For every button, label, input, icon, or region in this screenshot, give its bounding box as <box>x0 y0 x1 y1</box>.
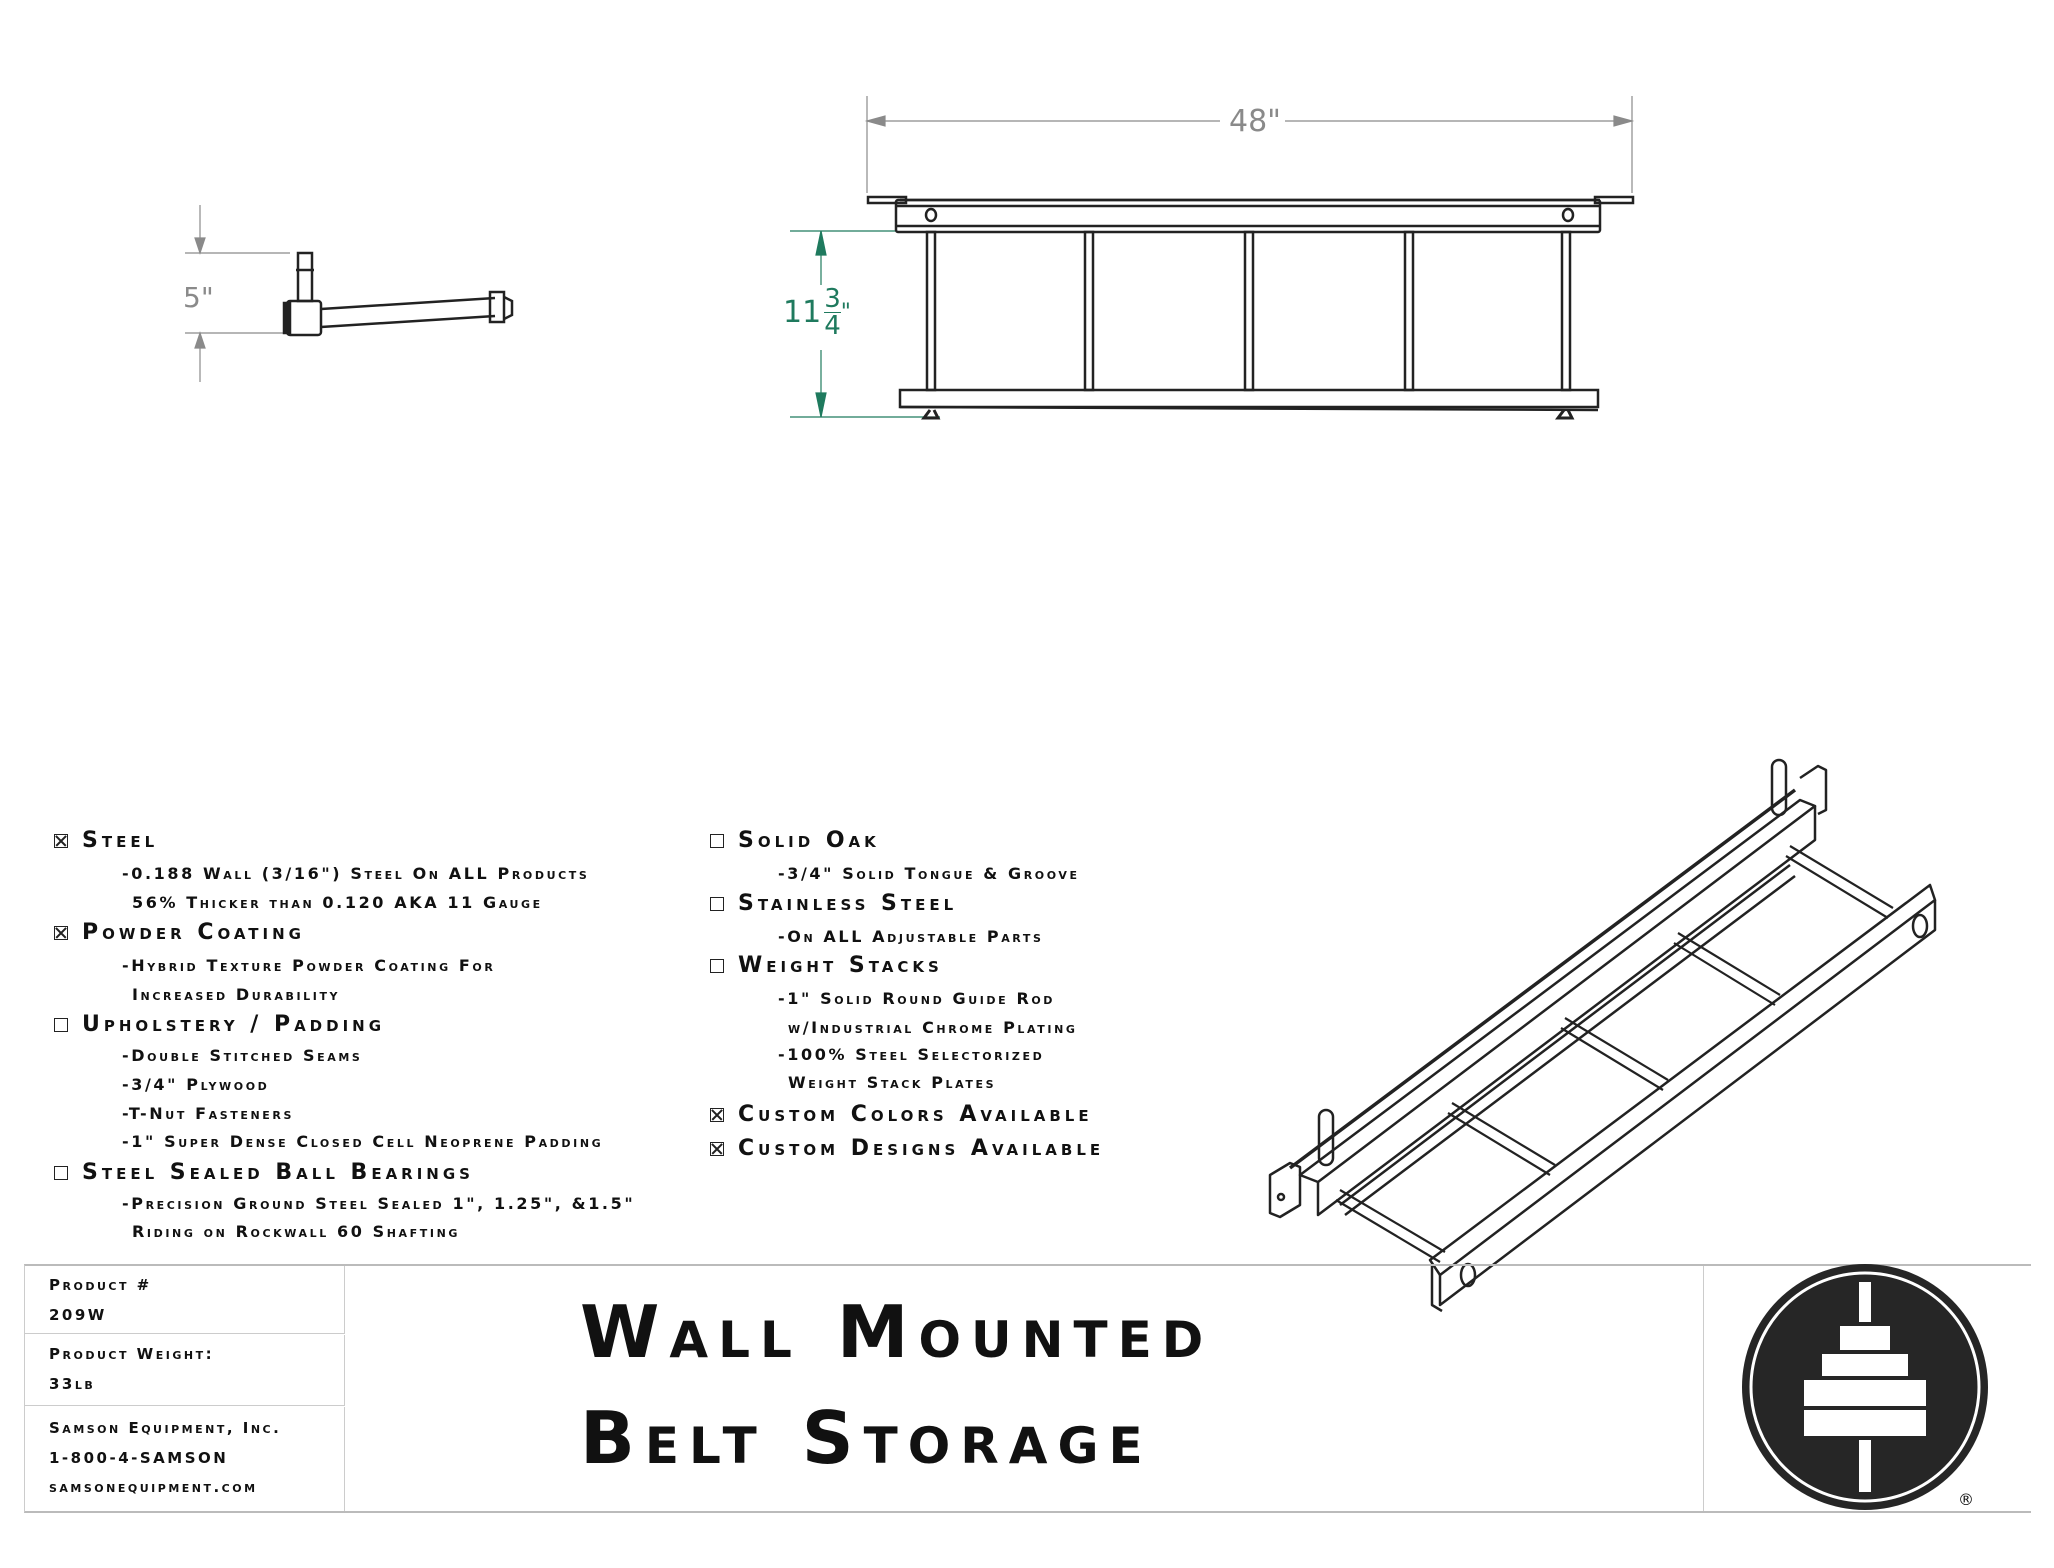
company-phone: 1-800-4-SAMSON <box>49 1449 229 1467</box>
spec-item-steel: Steel -0.188 Wall (3/16") Steel On ALL P… <box>54 828 587 920</box>
spec-item-custom-designs: Custom Designs Available <box>710 1136 1104 1161</box>
spec-heading: Steel Sealed Ball Bearings <box>82 1160 474 1185</box>
product-number-label: Product # <box>49 1276 152 1294</box>
height-dimension-label: 11 3 4 " <box>783 286 851 339</box>
spec-heading: Custom Colors Available <box>738 1102 1093 1127</box>
unchecked-box-icon <box>710 834 724 848</box>
spec-line: -T-Nut Fasteners <box>122 1104 294 1123</box>
checked-box-icon <box>710 1142 724 1156</box>
checked-box-icon <box>54 926 68 940</box>
unchecked-box-icon <box>54 1166 68 1180</box>
spec-heading: Weight Stacks <box>738 953 943 978</box>
product-number-value: 209W <box>49 1306 107 1324</box>
height-numerator: 3 <box>824 284 841 314</box>
height-whole: 11 <box>783 295 822 330</box>
product-number-cell: Product # 209W <box>24 1266 345 1334</box>
spec-item-powder-coating: Powder Coating -Hybrid Texture Powder Co… <box>54 920 493 1012</box>
height-unit: " <box>840 300 851 325</box>
samson-logo <box>1742 1264 1988 1510</box>
spec-line: -0.188 Wall (3/16") Steel On ALL Product… <box>122 864 590 883</box>
logo-cell-divider <box>1703 1266 1704 1511</box>
unchecked-box-icon <box>710 897 724 911</box>
product-weight-label: Product Weight: <box>49 1345 215 1363</box>
height-denominator: 4 <box>824 311 841 341</box>
side-dimension-label: 5" <box>183 281 214 314</box>
front-view-drawing <box>790 96 1635 420</box>
spec-list-left: Steel -0.188 Wall (3/16") Steel On ALL P… <box>54 828 633 1252</box>
drawing-title-line1: Wall Mounted <box>580 1290 1214 1374</box>
spec-line: -3/4" Solid Tongue & Groove <box>778 864 1080 883</box>
height-fraction: 3 4 <box>824 286 841 339</box>
checked-box-icon <box>710 1108 724 1122</box>
spec-line: Increased Durability <box>132 985 341 1004</box>
spec-heading: Solid Oak <box>738 828 880 853</box>
spec-line: -Precision Ground Steel Sealed 1", 1.25"… <box>122 1194 636 1213</box>
spec-heading: Powder Coating <box>82 920 305 945</box>
product-weight-value: 33lb <box>49 1375 96 1393</box>
spec-item-solid-oak: Solid Oak -3/4" Solid Tongue & Groove <box>710 828 1104 891</box>
unchecked-box-icon <box>710 959 724 973</box>
spec-item-weight-stacks: Weight Stacks -1" Solid Round Guide Rod … <box>710 953 1104 1102</box>
company-website: samsonequipment.com <box>49 1478 258 1496</box>
company-name: Samson Equipment, Inc. <box>49 1419 282 1437</box>
company-cell: Samson Equipment, Inc. 1-800-4-SAMSON sa… <box>24 1407 345 1511</box>
registered-mark: ® <box>1958 1490 1974 1509</box>
checked-box-icon <box>54 834 68 848</box>
spec-heading: Stainless Steel <box>738 891 958 916</box>
spec-line: -Hybrid Texture Powder Coating For <box>122 956 496 975</box>
spec-line: -On ALL Adjustable Parts <box>778 927 1044 946</box>
spec-line: -1" Solid Round Guide Rod <box>778 989 1056 1008</box>
spec-line: Riding on Rockwall 60 Shafting <box>132 1222 461 1241</box>
side-view-drawing <box>185 205 514 382</box>
spec-line: -3/4" Plywood <box>122 1075 270 1094</box>
spec-item-upholstery: Upholstery / Padding -Double Stitched Se… <box>54 1012 601 1160</box>
spec-line: Weight Stack Plates <box>788 1073 997 1092</box>
isometric-view-drawing <box>1268 758 1937 1313</box>
spec-heading: Steel <box>82 828 159 853</box>
spec-line: 56% Thicker than 0.120 AKA 11 Gauge <box>132 893 543 912</box>
spec-heading: Upholstery / Padding <box>82 1012 386 1037</box>
spec-item-ball-bearings: Steel Sealed Ball Bearings -Precision Gr… <box>54 1160 633 1252</box>
unchecked-box-icon <box>54 1018 68 1032</box>
product-weight-cell: Product Weight: 33lb <box>24 1335 345 1406</box>
spec-item-stainless-steel: Stainless Steel -On ALL Adjustable Parts <box>710 891 1104 953</box>
spec-heading: Custom Designs Available <box>738 1136 1105 1161</box>
drawing-title-line2: Belt Storage <box>580 1396 1153 1480</box>
spec-item-custom-colors: Custom Colors Available <box>710 1102 1104 1136</box>
spec-line: -100% Steel Selectorized <box>778 1045 1045 1064</box>
spec-list-right: Solid Oak -3/4" Solid Tongue & Groove St… <box>710 828 1104 1161</box>
spec-line: w/Industrial Chrome Plating <box>788 1018 1078 1037</box>
width-dimension-label: 48" <box>1229 104 1281 139</box>
spec-line: -1" Super Dense Closed Cell Neoprene Pad… <box>122 1132 604 1151</box>
spec-line: -Double Stitched Seams <box>122 1046 363 1065</box>
